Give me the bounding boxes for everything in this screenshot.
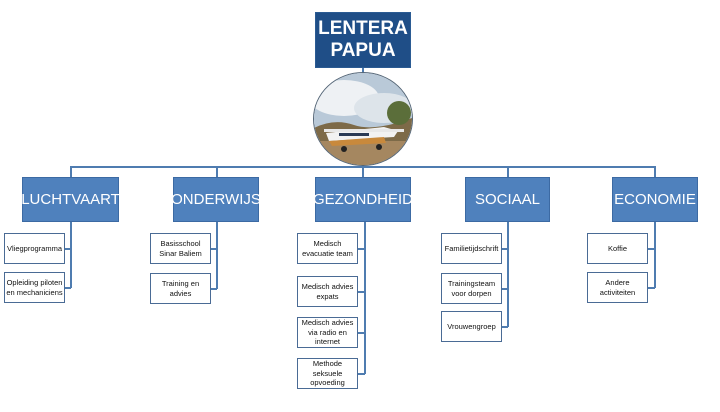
connector	[210, 248, 217, 250]
connector	[358, 248, 365, 250]
connector	[364, 222, 366, 374]
list-item: Basisschool Sinar Baliem	[150, 233, 211, 264]
connector	[647, 287, 655, 289]
list-item: Vliegprogramma	[4, 233, 65, 264]
category-gezondheid: GEZONDHEID	[313, 177, 413, 222]
category-luchtvaart: LUCHTVAART	[21, 177, 120, 222]
connector	[358, 332, 365, 334]
aircraft-photo	[313, 72, 413, 166]
connector	[210, 288, 217, 290]
connector	[70, 222, 72, 288]
connector	[64, 248, 71, 250]
connector	[654, 222, 656, 288]
list-item: Training en advies	[150, 273, 211, 304]
connector	[358, 291, 365, 293]
list-item: Medisch evacuatie team	[297, 233, 358, 264]
connector	[216, 166, 218, 178]
connector	[654, 166, 656, 178]
connector	[502, 288, 508, 290]
category-onderwijs: ONDERWIJS	[171, 177, 261, 222]
root-title-box: LENTERA PAPUA	[315, 12, 411, 68]
connector	[358, 373, 365, 375]
connector	[507, 222, 509, 327]
list-item: Methode seksuele opvoeding	[297, 358, 358, 389]
list-item: Koffie	[587, 233, 648, 264]
connector	[502, 248, 508, 250]
connector	[64, 287, 71, 289]
list-item: Vrouwengroep	[441, 311, 502, 342]
list-item: Opleiding piloten en mechaniciens	[4, 272, 65, 303]
list-item: Medisch advies via radio en internet	[297, 317, 358, 348]
connector	[70, 166, 655, 168]
list-item: Familietijdschrift	[441, 233, 502, 264]
list-item: Andere activiteiten	[587, 272, 648, 303]
connector	[216, 222, 218, 289]
connector	[507, 166, 509, 178]
connector	[502, 326, 508, 328]
connector	[70, 166, 72, 178]
category-economie: ECONOMIE	[612, 177, 698, 222]
list-item: Trainingsteam voor dorpen	[441, 273, 502, 304]
connector	[647, 248, 655, 250]
list-item: Medisch advies expats	[297, 276, 358, 307]
category-sociaal: SOCIAAL	[465, 177, 550, 222]
